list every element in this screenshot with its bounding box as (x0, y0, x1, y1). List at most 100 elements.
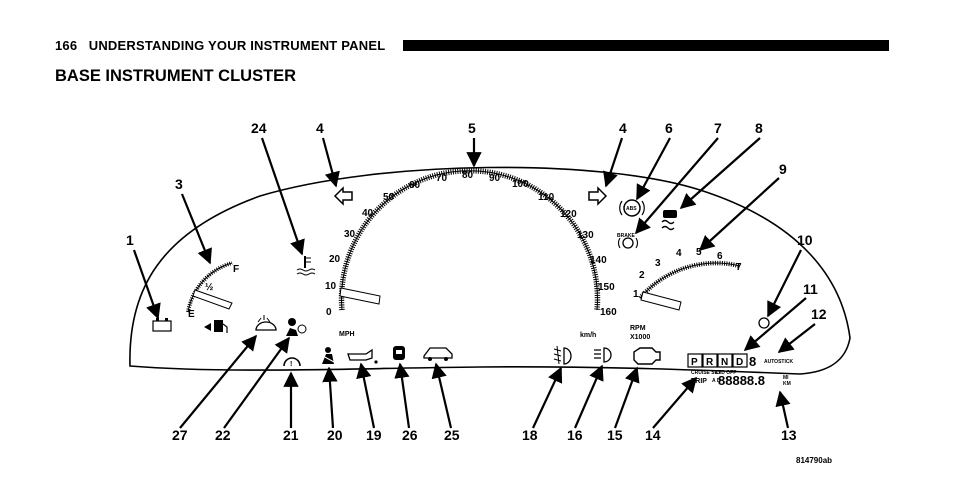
callout-1: 1 (126, 232, 134, 248)
speed-tick-160: 160 (600, 307, 617, 318)
tach-tick-6: 6 (717, 251, 723, 262)
right-turn-signal-icon (588, 186, 608, 206)
fog-lamp-icon (553, 345, 572, 365)
tach-tick-4: 4 (676, 248, 682, 259)
prnd-indicator: P R N D 8 (687, 353, 756, 369)
callout-10: 10 (797, 232, 813, 248)
callout-11: 11 (803, 281, 818, 297)
callout-3: 3 (175, 176, 183, 192)
washer-fluid-icon (255, 315, 277, 331)
high-beam-icon (594, 347, 612, 363)
speed-tick-110: 110 (538, 192, 555, 203)
callout-25: 25 (444, 427, 460, 443)
fuel-needle (192, 289, 233, 310)
speed-tick-150: 150 (598, 282, 615, 293)
speed-tick-90: 90 (489, 173, 501, 184)
callout-20: 20 (327, 427, 343, 443)
oil-pressure-icon (347, 348, 378, 364)
svg-text:!: ! (290, 361, 292, 368)
brake-label: BRAKE (617, 233, 635, 239)
callout-16: 16 (567, 427, 583, 443)
sensor-hole (758, 317, 770, 329)
speed-tick-120: 120 (560, 209, 577, 220)
kmh-label: km/h (580, 332, 596, 339)
page-number: 166 (55, 38, 78, 53)
callout-15: 15 (607, 427, 623, 443)
brake-warning-icon (617, 237, 639, 249)
unit-mi: MI (783, 375, 789, 381)
prnd-d: D (736, 357, 743, 368)
trip-ab-label: A B (712, 378, 721, 384)
low-fuel-icon (204, 320, 228, 333)
header-rule (403, 40, 889, 51)
abs-label: ABS (626, 206, 637, 212)
od-off-label: O/D OFF (716, 370, 736, 376)
callout-18: 18 (522, 427, 538, 443)
tire-pressure-icon: ! (283, 357, 301, 368)
callout-7: 7 (714, 120, 722, 136)
prnd-n: N (721, 357, 728, 368)
rpm-scale-label: X1000 (630, 334, 650, 341)
rpm-label: RPM (630, 325, 646, 332)
speed-tick-10: 10 (325, 281, 337, 292)
section-title: UNDERSTANDING YOUR INSTRUMENT PANEL (88, 38, 386, 53)
cluster-outline (129, 166, 851, 375)
fuel-half-label: ½ (205, 282, 213, 293)
unit-km: KM (783, 381, 791, 387)
speed-tick-100: 100 (512, 179, 529, 190)
callout-6: 6 (665, 120, 673, 136)
callout-22: 22 (215, 427, 231, 443)
speed-tick-40: 40 (362, 208, 374, 219)
figure-id: 814790ab (796, 456, 833, 465)
callout-27: 27 (172, 427, 188, 443)
speedometer-scale (338, 167, 601, 311)
left-turn-signal-icon (333, 186, 353, 206)
odometer-display: P R N D 8 AUTOSTICK CRUISE SET O/D OFF T… (687, 353, 793, 388)
autostick-label: AUTOSTICK (764, 359, 793, 365)
speed-tick-0: 0 (326, 307, 332, 318)
callout-26: 26 (402, 427, 418, 443)
callout-8: 8 (755, 120, 763, 136)
speed-tick-50: 50 (383, 192, 395, 203)
traction-control-icon (661, 210, 677, 231)
callout-4-right: 4 (619, 120, 627, 136)
callout-4-left: 4 (316, 120, 324, 136)
tach-tick-5: 5 (696, 247, 702, 258)
speed-tick-30: 30 (344, 229, 356, 240)
trip-label: TRIP (691, 378, 707, 385)
airbag-icon (286, 318, 307, 336)
callout-12: 12 (811, 306, 827, 322)
speed-tick-80: 80 (462, 170, 474, 181)
speed-tick-130: 130 (577, 230, 594, 241)
liftgate-ajar-icon (423, 347, 453, 361)
prnd-p: P (691, 357, 698, 368)
speed-tick-20: 20 (329, 254, 341, 265)
callout-21: 21 (283, 427, 299, 443)
check-engine-icon (633, 347, 661, 365)
tach-tick-3: 3 (655, 258, 661, 269)
speed-tick-70: 70 (436, 173, 448, 184)
speed-tick-60: 60 (409, 180, 421, 191)
tach-tick-7: 7 (736, 262, 742, 273)
tach-tick-1: 1 (633, 289, 639, 300)
page-header: 166 UNDERSTANDING YOUR INSTRUMENT PANEL (55, 38, 385, 53)
mph-label: MPH (339, 331, 355, 338)
fuel-empty-label: E (188, 309, 195, 320)
seatbelt-icon (322, 347, 335, 364)
abs-warning-icon: ABS (619, 199, 645, 217)
callout-9: 9 (779, 161, 787, 177)
fuel-full-label: F (233, 264, 239, 275)
callout-arrows (132, 137, 816, 429)
tachometer-needle (640, 291, 682, 311)
odometer-digits: 88888.8 (718, 373, 765, 388)
coolant-temperature-icon (296, 256, 316, 276)
callout-19: 19 (366, 427, 382, 443)
prnd-r: R (706, 357, 714, 368)
callout-13: 13 (781, 427, 797, 443)
page-title: BASE INSTRUMENT CLUSTER (55, 67, 297, 85)
gear-digit: 8 (749, 354, 756, 369)
speedometer-needle (339, 287, 381, 305)
speed-tick-140: 140 (590, 255, 607, 266)
tach-tick-2: 2 (639, 270, 645, 281)
